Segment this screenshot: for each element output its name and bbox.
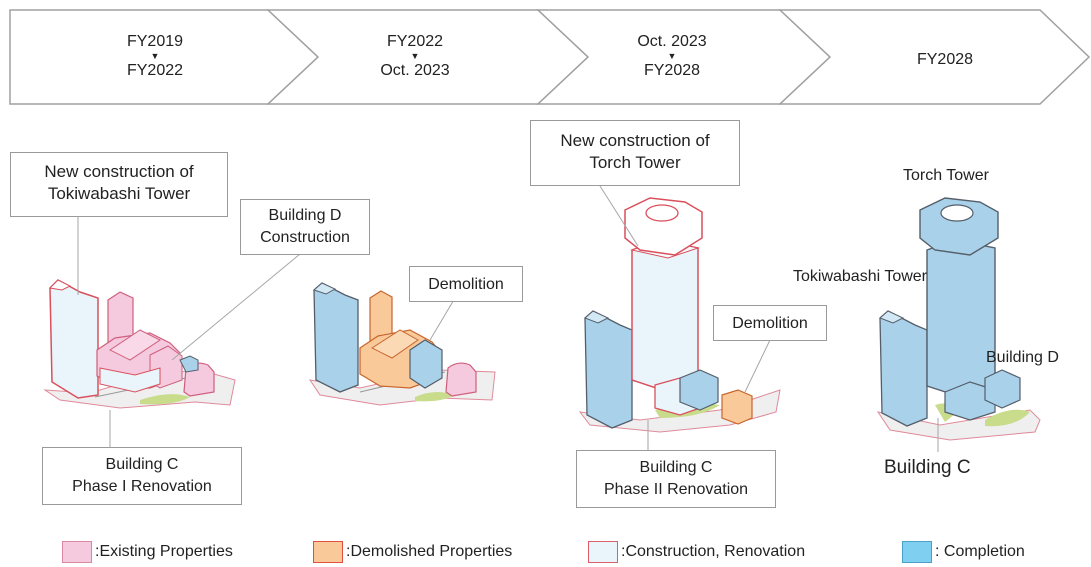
legend-label: :Demolished Properties bbox=[346, 543, 513, 560]
legend-completion: : Completion bbox=[902, 540, 1025, 564]
timeline-step-2-from: FY2022 bbox=[386, 33, 444, 50]
label-building-c: Building C bbox=[884, 457, 971, 478]
stage4-torch-tower bbox=[926, 239, 996, 397]
stage-1-buildings bbox=[43, 279, 236, 409]
legend-label: :Existing Properties bbox=[95, 543, 233, 560]
legend-swatch-demolished bbox=[313, 541, 343, 563]
chevron-4 bbox=[778, 9, 1091, 105]
stage2-leaders bbox=[429, 297, 456, 341]
callout-line: Building C bbox=[639, 459, 713, 476]
stage-2-buildings bbox=[308, 282, 496, 406]
callout-line: Building D bbox=[268, 207, 342, 224]
callout-line: Torch Tower bbox=[589, 153, 681, 172]
callout-demolition-1: Demolition bbox=[409, 266, 523, 302]
arrow-down-icon: ▼ bbox=[410, 51, 420, 61]
stage-4-buildings bbox=[876, 197, 1041, 441]
stage3-leaders bbox=[599, 185, 771, 450]
legend-demolished: :Demolished Properties bbox=[313, 540, 512, 564]
label-tokiwabashi-tower: Tokiwabashi Tower bbox=[793, 268, 927, 285]
callout-building-c-phase1: Building C Phase I Renovation bbox=[42, 447, 242, 505]
legend-label: :Construction, Renovation bbox=[621, 543, 806, 560]
stage1-leaders bbox=[77, 216, 301, 447]
label-building-d: Building D bbox=[986, 349, 1059, 366]
callout-line: Phase II Renovation bbox=[603, 481, 749, 498]
legend-swatch-completion bbox=[902, 541, 932, 563]
timeline-step-2-to: Oct. 2023 bbox=[380, 62, 450, 79]
timeline-step-1-from: FY2019 bbox=[126, 33, 184, 50]
stage1-tokiwabashi-tower bbox=[49, 279, 99, 399]
callout-demolition-2: Demolition bbox=[713, 305, 827, 341]
timeline-step-4: FY2028 bbox=[880, 50, 1010, 70]
callout-torch-new: New construction of Torch Tower bbox=[530, 120, 740, 186]
arrow-down-icon: ▼ bbox=[150, 51, 160, 61]
callout-line: Demolition bbox=[732, 315, 808, 332]
timeline-step-3: Oct. 2023 ▼ FY2028 bbox=[607, 32, 737, 81]
arrow-down-icon: ▼ bbox=[667, 51, 677, 61]
callout-building-c-phase2: Building C Phase II Renovation bbox=[576, 450, 776, 508]
legend-construction: :Construction, Renovation bbox=[588, 540, 805, 564]
legend-swatch-construction bbox=[588, 541, 618, 563]
timeline-step-2: FY2022 ▼ Oct. 2023 bbox=[350, 32, 480, 81]
timeline-step-3-to: FY2028 bbox=[643, 62, 701, 79]
legend-swatch-existing bbox=[62, 541, 92, 563]
stage3-torch-tower bbox=[631, 239, 699, 391]
timeline-step-3-from: Oct. 2023 bbox=[637, 33, 707, 50]
label-torch-tower: Torch Tower bbox=[903, 167, 989, 184]
callout-line: Tokiwabashi Tower bbox=[47, 184, 191, 203]
timeline-step-1: FY2019 ▼ FY2022 bbox=[90, 32, 220, 81]
timeline-chevrons bbox=[9, 9, 1091, 105]
stage-3-buildings bbox=[578, 197, 781, 433]
legend-label: : Completion bbox=[935, 543, 1025, 560]
callout-line: Phase I Renovation bbox=[72, 478, 212, 495]
callout-line: New construction of bbox=[560, 131, 710, 150]
callout-line: Building C bbox=[105, 456, 179, 473]
timeline-step-1-to: FY2022 bbox=[126, 62, 184, 79]
stage1-green bbox=[140, 394, 190, 405]
legend-existing: :Existing Properties bbox=[62, 540, 233, 564]
timeline-step-4-label: FY2028 bbox=[916, 51, 974, 68]
callout-building-d-construction: Building D Construction bbox=[240, 199, 370, 255]
callout-tokiwabashi-new: New construction of Tokiwabashi Tower bbox=[10, 152, 228, 217]
callout-line: Construction bbox=[260, 229, 350, 246]
callout-line: Demolition bbox=[428, 276, 504, 293]
callout-line: New construction of bbox=[44, 162, 194, 181]
